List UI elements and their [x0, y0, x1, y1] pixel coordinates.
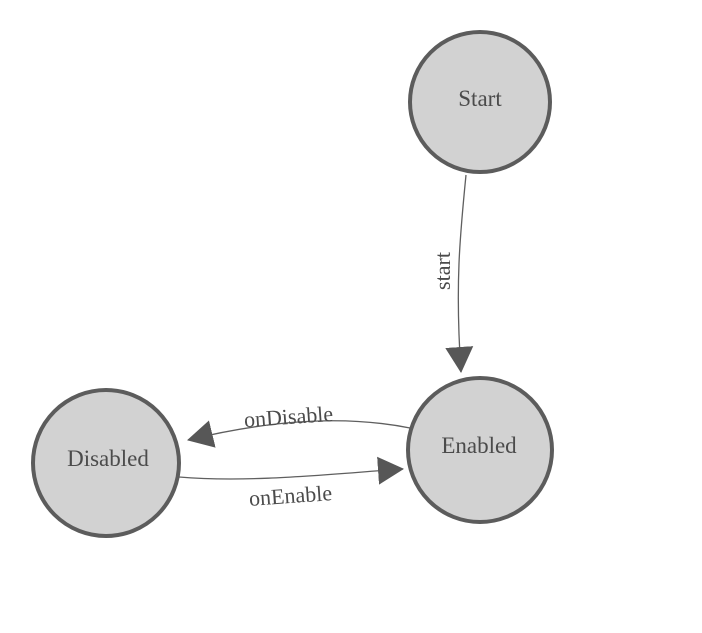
state-node-enabled-label: Enabled: [441, 433, 517, 458]
transition-label-start: start: [430, 252, 455, 290]
state-node-disabled: Disabled: [31, 388, 181, 538]
state-node-disabled-label: Disabled: [67, 446, 149, 471]
transition-label-ondisable: onDisable: [243, 401, 334, 432]
state-node-enabled: Enabled: [406, 376, 554, 524]
state-node-enabled-circle: [406, 376, 554, 524]
state-node-start: Start: [408, 30, 552, 174]
transition-start-to-enabled: [445, 174, 474, 373]
transition-disabled-to-enabled: [178, 456, 404, 485]
state-node-start-circle: [408, 30, 552, 174]
transition-label-onenable: onEnable: [248, 480, 333, 511]
state-node-start-label: Start: [458, 86, 502, 111]
transition-enabled-to-disabled: [187, 420, 411, 448]
state-node-disabled-circle: [31, 388, 181, 538]
